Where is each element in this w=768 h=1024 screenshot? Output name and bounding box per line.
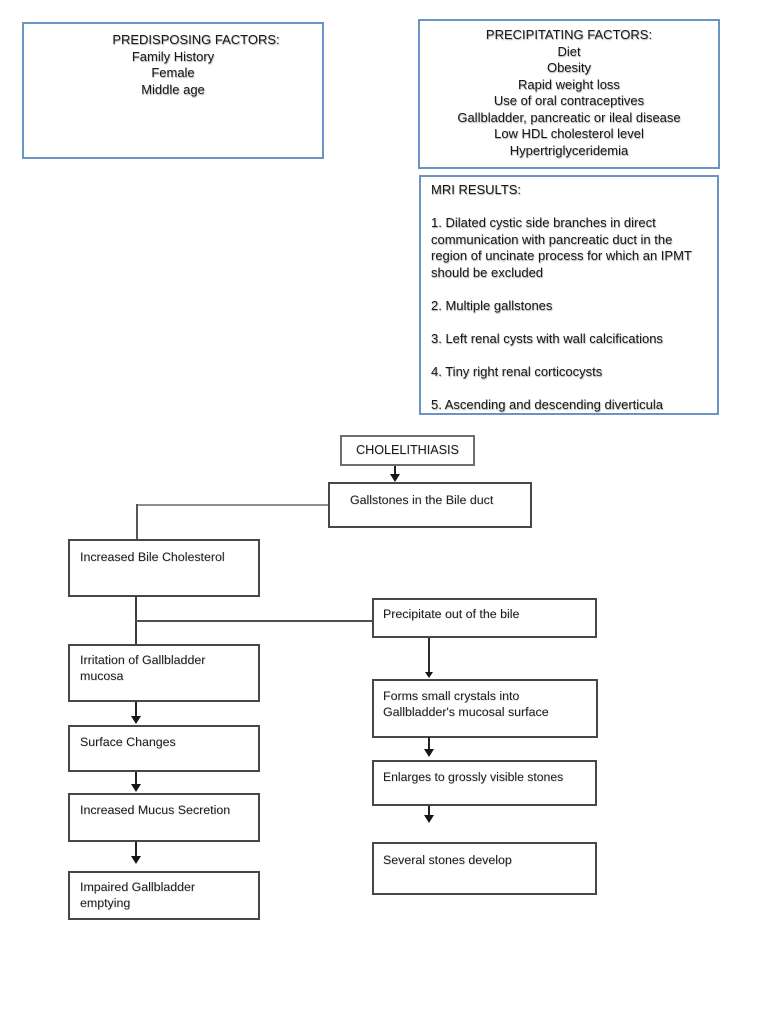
flow-node-forms-small-crystals: Forms small crystals into Gallbladder's … xyxy=(372,679,598,738)
connector-precipitate-forms-line xyxy=(428,638,430,674)
flow-node-surface-changes: Surface Changes xyxy=(68,725,260,772)
flow-node-impaired-gallbladder-emptying: Impaired Gallbladder emptying xyxy=(68,871,260,920)
flow-node-gallstones-bile-duct: Gallstones in the Bile duct xyxy=(328,482,532,528)
connector-irritation-surface-arrowhead xyxy=(131,716,141,724)
predisposing-item: Female xyxy=(151,65,195,80)
mri-result-item: 5. Ascending and descending diverticula xyxy=(431,396,663,412)
connector-irritation-surface-line xyxy=(135,702,137,718)
mri-result-item: 2. Multiple gallstones xyxy=(431,297,553,313)
precipitating-item: Obesity xyxy=(546,60,592,75)
connector-gallstones-elbow-horizontal xyxy=(137,504,328,506)
precipitating-item: Low HDL cholesterol level xyxy=(494,126,644,141)
flow-node-precipitate-out-of-bile: Precipitate out of the bile xyxy=(372,598,597,638)
predisposing-item: Middle age xyxy=(141,81,205,97)
connector-enlarges-several-line xyxy=(428,806,430,816)
connector-branch-to-precipitate-line xyxy=(135,620,372,622)
precipitating-item: Gallbladder, pancreatic or ileal disease xyxy=(457,109,681,125)
connector-forms-enlarges-line xyxy=(428,737,430,751)
precipitating-factors-box: PRECIPITATING FACTORS: Diet Obesity Rapi… xyxy=(418,19,720,169)
connector-cholelithiasis-gallstones-line xyxy=(394,466,396,476)
connector-surface-mucus-line xyxy=(135,772,137,785)
flow-node-enlarges-to-visible-stones: Enlarges to grossly visible stones xyxy=(372,760,597,806)
connector-surface-mucus-arrowhead xyxy=(131,784,141,792)
mri-result-item: 1. Dilated cystic side branches in direc… xyxy=(431,215,692,280)
predisposing-factors-title: PREDISPOSING FACTORS: xyxy=(112,32,280,47)
precipitating-factors-title: PRECIPITATING FACTORS: xyxy=(485,27,653,42)
connector-precipitate-forms-arrowhead xyxy=(425,672,433,678)
connector-gallstones-elbow-vertical xyxy=(136,504,138,539)
precipitating-item: Diet xyxy=(557,43,581,59)
predisposing-factors-box: PREDISPOSING FACTORS: Family History Fem… xyxy=(22,22,324,159)
connector-forms-enlarges-arrowhead xyxy=(424,749,434,757)
mri-result-item: 3. Left renal cysts with wall calcificat… xyxy=(431,330,663,346)
flow-node-several-stones-develop: Several stones develop xyxy=(372,842,597,895)
flow-node-increased-bile-cholesterol: Increased Bile Cholesterol xyxy=(68,539,260,597)
connector-mucus-impaired-arrowhead xyxy=(131,856,141,864)
precipitating-item: Rapid weight loss xyxy=(518,76,620,92)
flow-node-cholelithiasis: CHOLELITHIASIS xyxy=(340,435,475,466)
flow-node-irritation-of-gallbladder-mucosa: Irritation of Gallbladder mucosa xyxy=(68,644,260,702)
predisposing-item: Family History xyxy=(131,48,215,64)
flow-node-increased-mucus-secretion: Increased Mucus Secretion xyxy=(68,793,260,842)
mri-results-box: MRI RESULTS: 1. Dilated cystic side bran… xyxy=(419,175,719,415)
precipitating-item: Hypertriglyceridemia xyxy=(509,142,629,158)
connector-mucus-impaired-line xyxy=(135,842,137,857)
mri-results-title: MRI RESULTS: xyxy=(431,182,522,197)
precipitating-item: Use of oral contraceptives xyxy=(493,93,645,108)
connector-cholelithiasis-gallstones-arrowhead xyxy=(390,474,400,482)
connector-enlarges-several-arrowhead xyxy=(424,815,434,823)
mri-result-item: 4. Tiny right renal corticocysts xyxy=(431,363,603,379)
